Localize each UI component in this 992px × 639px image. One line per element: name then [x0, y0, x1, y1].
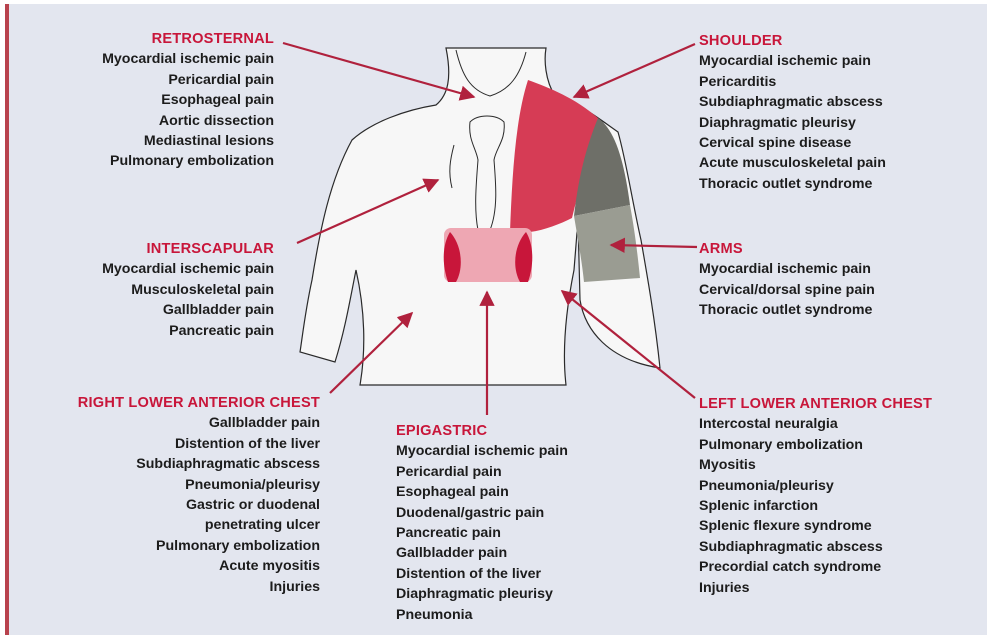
cause-item: Pneumonia — [396, 605, 568, 625]
arrow-shoulder — [574, 44, 695, 97]
arm-pain-area — [574, 205, 640, 282]
cause-item: Pericarditis — [699, 72, 886, 92]
cause-item: Myocardial ischemic pain — [699, 259, 875, 279]
cause-item: Subdiaphragmatic abscess — [699, 537, 932, 557]
cause-item: Cervical/dorsal spine pain — [699, 280, 875, 300]
cause-item: Esophageal pain — [396, 482, 568, 502]
cause-item: Injuries — [78, 577, 320, 597]
cause-item: Gallbladder pain — [102, 300, 274, 320]
cause-item: Pneumonia/pleurisy — [78, 475, 320, 495]
cause-item: Subdiaphragmatic abscess — [699, 92, 886, 112]
shoulder-heading: SHOULDER — [699, 31, 886, 51]
cause-item: Gastric or duodenal — [78, 495, 320, 515]
cause-item: Gallbladder pain — [396, 543, 568, 563]
cause-item: Acute musculoskeletal pain — [699, 153, 886, 173]
left-lower-anterior-chest-heading: LEFT LOWER ANTERIOR CHEST — [699, 394, 932, 414]
cause-item: Esophageal pain — [102, 90, 274, 110]
cause-item: Myocardial ischemic pain — [102, 259, 274, 279]
cause-item: Distention of the liver — [78, 434, 320, 454]
cause-item: Splenic infarction — [699, 496, 932, 516]
cause-item: Precordial catch syndrome — [699, 557, 932, 577]
cause-item: Pericardial pain — [396, 462, 568, 482]
cause-item: Intercostal neuralgia — [699, 414, 932, 434]
cause-item: Myocardial ischemic pain — [699, 51, 886, 71]
cause-item: Myocardial ischemic pain — [102, 49, 274, 69]
cause-item: penetrating ulcer — [78, 515, 320, 535]
arms-heading: ARMS — [699, 239, 875, 259]
cause-item: Thoracic outlet syndrome — [699, 300, 875, 320]
left-lower-anterior-chest-block: LEFT LOWER ANTERIOR CHEST Intercostal ne… — [699, 394, 932, 598]
cause-item: Duodenal/gastric pain — [396, 503, 568, 523]
cause-item: Pericardial pain — [102, 70, 274, 90]
cause-item: Aortic dissection — [102, 111, 274, 131]
interscapular-heading: INTERSCAPULAR — [102, 239, 274, 259]
epigastric-heading: EPIGASTRIC — [396, 421, 568, 441]
cause-item: Pancreatic pain — [102, 321, 274, 341]
right-lower-anterior-chest-heading: RIGHT LOWER ANTERIOR CHEST — [78, 393, 320, 413]
cause-item: Gallbladder pain — [78, 413, 320, 433]
cause-item: Acute myositis — [78, 556, 320, 576]
cause-item: Pulmonary embolization — [78, 536, 320, 556]
cause-item: Pulmonary embolization — [699, 435, 932, 455]
cause-item: Pancreatic pain — [396, 523, 568, 543]
retrosternal-heading: RETROSTERNAL — [102, 29, 274, 49]
right-lower-anterior-chest-block: RIGHT LOWER ANTERIOR CHEST Gallbladder p… — [78, 393, 320, 597]
cause-item: Cervical spine disease — [699, 133, 886, 153]
cause-item: Myocardial ischemic pain — [396, 441, 568, 461]
cause-item: Pneumonia/pleurisy — [699, 476, 932, 496]
cause-item: Thoracic outlet syndrome — [699, 174, 886, 194]
cause-item: Splenic flexure syndrome — [699, 516, 932, 536]
cause-item: Myositis — [699, 455, 932, 475]
cause-item: Pulmonary embolization — [102, 151, 274, 171]
cause-item: Diaphragmatic pleurisy — [699, 113, 886, 133]
cause-item: Distention of the liver — [396, 564, 568, 584]
cause-item: Musculoskeletal pain — [102, 280, 274, 300]
cause-item: Mediastinal lesions — [102, 131, 274, 151]
cause-item: Diaphragmatic pleurisy — [396, 584, 568, 604]
cause-item: Subdiaphragmatic abscess — [78, 454, 320, 474]
arrow-retrosternal — [283, 43, 474, 97]
cause-item: Injuries — [699, 578, 932, 598]
